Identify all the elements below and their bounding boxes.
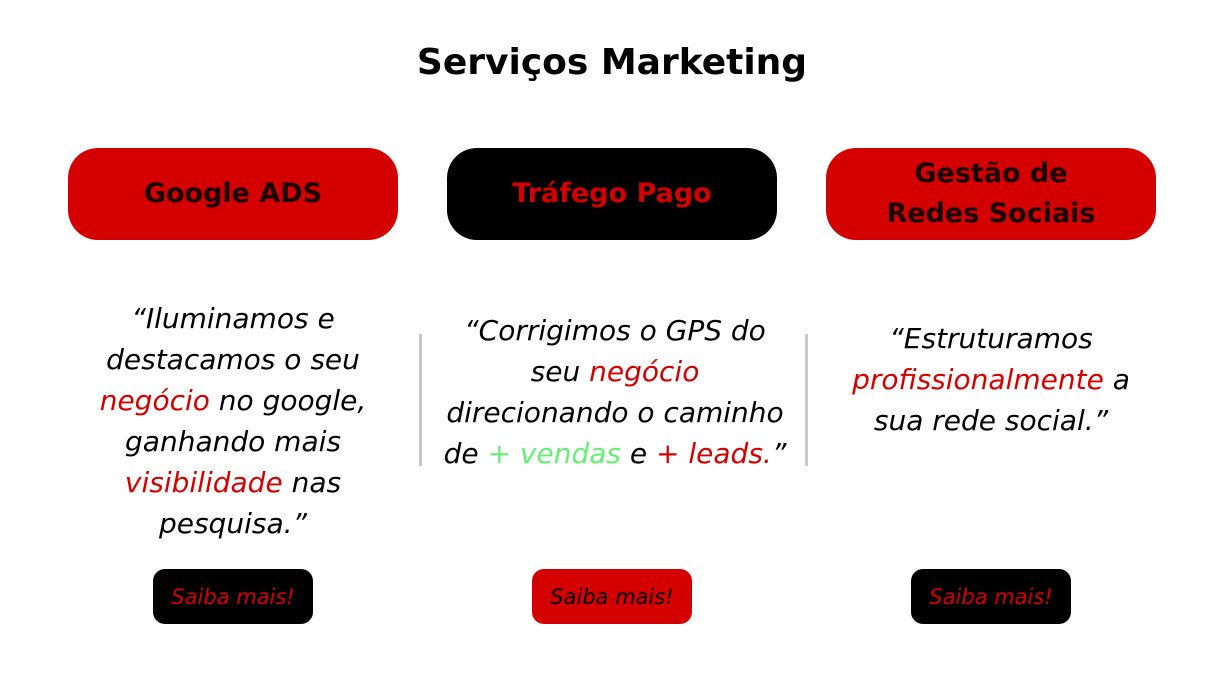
quote-highlight: visibilidade <box>124 466 283 499</box>
quote-text: nas pesquisa.” <box>158 466 342 540</box>
service-gestao-redes-sociais[interactable]: Gestão de Redes Sociais <box>826 148 1156 240</box>
quote-text: no google, ganhando mais <box>125 384 367 458</box>
quote-highlight: negócio <box>99 384 210 417</box>
saiba-mais-button-google-ads[interactable]: Saiba mais! <box>153 569 313 624</box>
quote-text: ” <box>771 437 787 470</box>
page-title: Serviços Marketing <box>416 42 808 83</box>
quote-text: a sua rede social.” <box>873 363 1130 437</box>
service-name: Google ADS <box>143 178 323 209</box>
divider <box>805 334 808 466</box>
divider <box>419 334 422 466</box>
service-google-ads[interactable]: Google ADS <box>68 148 398 240</box>
quote-highlight: + leads. <box>656 437 772 470</box>
quote-text: “Estruturamos <box>889 322 1093 355</box>
service-name-line1: Gestão de <box>914 158 1068 189</box>
quote-highlight: negócio <box>589 355 700 388</box>
quote-highlight: profissionalmente <box>852 363 1104 396</box>
service-description-google-ads: “Iluminamos e destacamos o seu negócio n… <box>68 298 398 544</box>
service-description-gestao-redes-sociais: “Estruturamos profissionalmente a sua re… <box>826 318 1156 441</box>
saiba-mais-button-trafego-pago[interactable]: Saiba mais! <box>532 569 692 624</box>
service-name-line2: Redes Sociais <box>886 198 1096 229</box>
saiba-mais-button-gestao-redes-sociais[interactable]: Saiba mais! <box>911 569 1071 624</box>
quote-text: “Iluminamos e destacamos o seu <box>106 302 360 376</box>
quote-text: direcionando o caminho de <box>443 396 784 470</box>
service-description-trafego-pago: “Corrigimos o GPS do seu negócio direcio… <box>440 310 790 474</box>
quote-text: “Corrigimos o GPS do seu <box>464 314 766 388</box>
quote-text: e <box>621 437 657 470</box>
service-trafego-pago[interactable]: Tráfego Pago <box>447 148 777 240</box>
service-name: Tráfego Pago <box>512 178 712 209</box>
quote-highlight: + vendas <box>487 437 621 470</box>
